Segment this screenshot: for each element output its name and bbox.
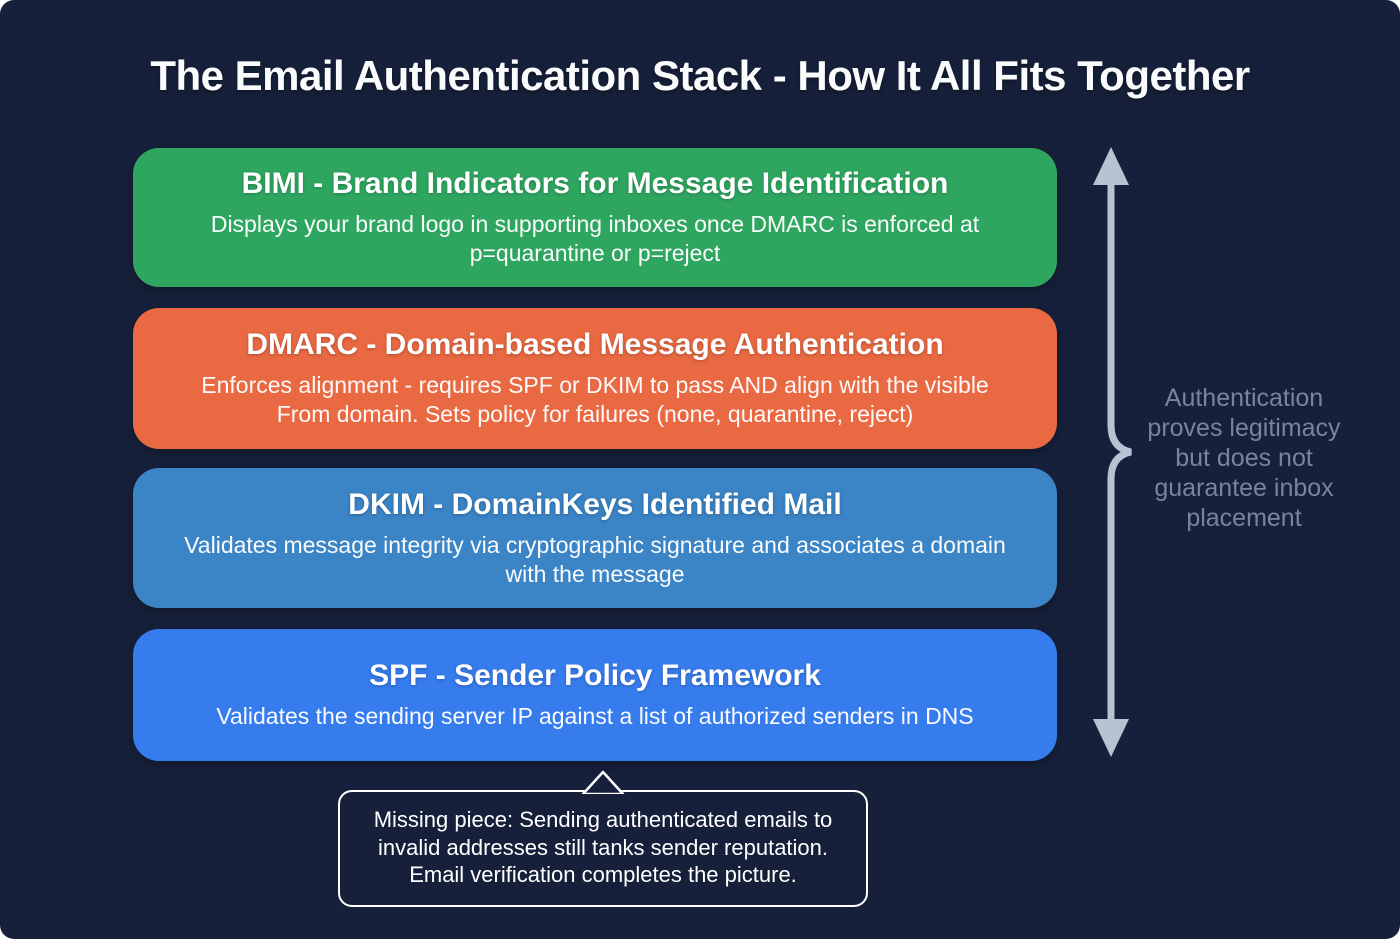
spf-layer-description: Validates the sending server IP against … — [216, 703, 974, 729]
stack-layer-dkim: DKIM - DomainKeys Identified Mail Valida… — [133, 468, 1057, 608]
dmarc-layer-description: Enforces alignment - requires SPF or DKI… — [201, 372, 989, 427]
bimi-layer-description: Displays your brand logo in supporting i… — [210, 211, 980, 266]
double-arrow-icon — [1093, 147, 1132, 757]
missing-piece-callout: Missing piece: Sending authenticated ema… — [338, 770, 868, 907]
spf-layer-title: SPF - Sender Policy Framework — [369, 659, 821, 692]
stack-layer-spf: SPF - Sender Policy Framework Validates … — [133, 629, 1057, 761]
dkim-layer-title: DKIM - DomainKeys Identified Mail — [348, 487, 842, 521]
page-title: The Email Authentication Stack - How It … — [150, 52, 1250, 99]
bimi-layer-title: BIMI - Brand Indicators for Message Iden… — [241, 167, 949, 200]
dmarc-layer-title: DMARC - Domain-based Message Authenticat… — [246, 328, 944, 361]
stack-layer-dmarc: DMARC - Domain-based Message Authenticat… — [133, 308, 1057, 449]
callout-notch-icon — [581, 770, 625, 794]
side-note-text: Authentication proves legitimacy but doe… — [1147, 384, 1341, 532]
callout-text: Missing piece: Sending authenticated ema… — [373, 807, 833, 887]
stack-layer-bimi: BIMI - Brand Indicators for Message Iden… — [133, 148, 1057, 287]
dkim-layer-description: Validates message integrity via cryptogr… — [184, 531, 1006, 587]
